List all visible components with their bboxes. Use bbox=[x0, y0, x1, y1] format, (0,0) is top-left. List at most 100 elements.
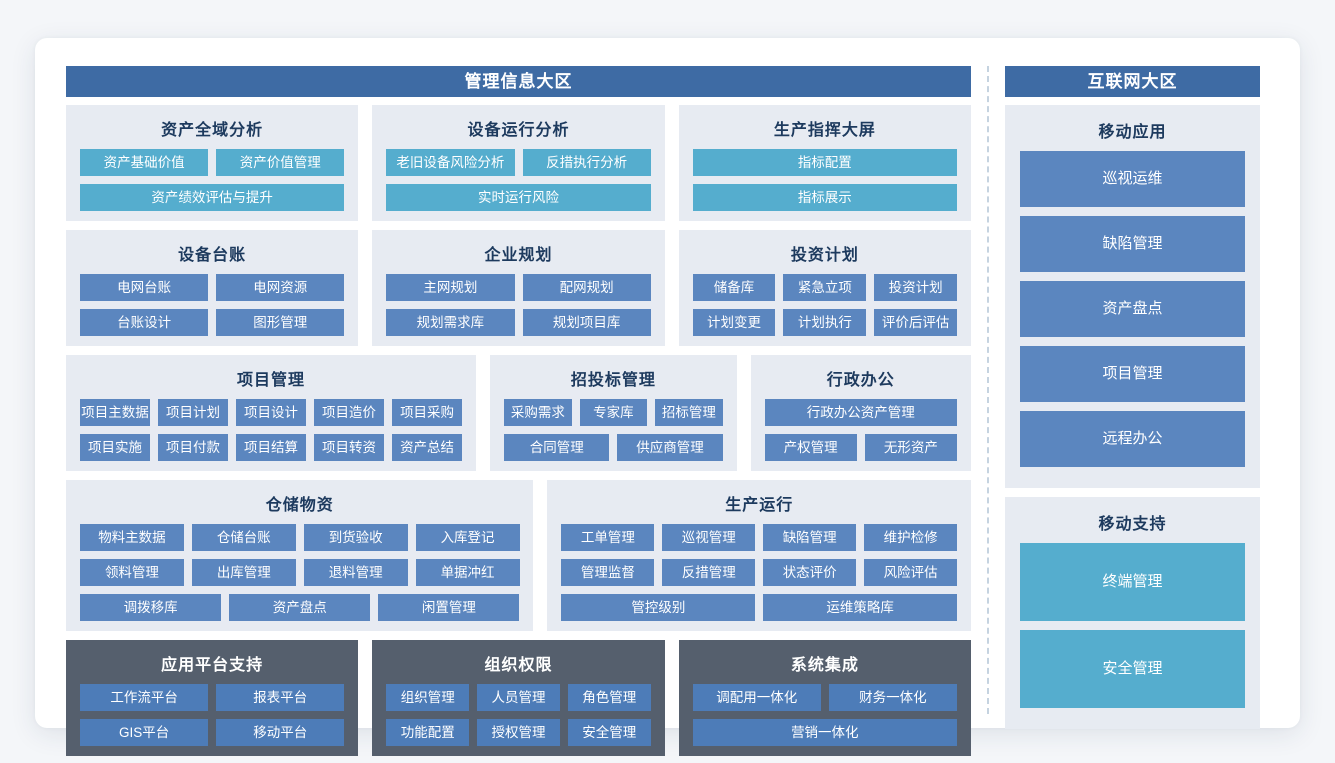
module-button[interactable]: 安全管理 bbox=[1020, 630, 1245, 708]
module-button[interactable]: 电网资源 bbox=[216, 274, 345, 301]
module-button[interactable]: 角色管理 bbox=[567, 684, 651, 711]
module-button[interactable]: 计划变更 bbox=[692, 309, 776, 336]
module-button[interactable]: 财务一体化 bbox=[828, 684, 957, 711]
module-button[interactable]: 资产基础价值 bbox=[80, 149, 209, 176]
module-button[interactable]: 入库登记 bbox=[415, 524, 520, 551]
module-button[interactable]: 计划执行 bbox=[783, 309, 867, 336]
module-button[interactable]: 项目计划 bbox=[158, 399, 229, 426]
module-button[interactable]: 闲置管理 bbox=[378, 594, 520, 621]
module-button[interactable]: 出库管理 bbox=[191, 559, 296, 586]
module-button[interactable]: 授权管理 bbox=[477, 719, 560, 746]
module-row: 实时运行风险 bbox=[386, 184, 651, 211]
module-button[interactable]: 储备库 bbox=[692, 274, 776, 301]
module-button[interactable]: 资产总结 bbox=[392, 434, 463, 461]
module-row: 资产基础价值资产价值管理 bbox=[80, 149, 345, 176]
module-button[interactable]: 项目设计 bbox=[236, 399, 307, 426]
module-button[interactable]: 巡视管理 bbox=[662, 524, 756, 551]
module-button[interactable]: 资产价值管理 bbox=[216, 149, 345, 176]
module-button[interactable]: 营销一体化 bbox=[692, 719, 957, 746]
module-button[interactable]: 物料主数据 bbox=[80, 524, 184, 551]
module-button[interactable]: 风险评估 bbox=[864, 559, 958, 586]
section-title: 行政办公 bbox=[826, 372, 895, 389]
module-button[interactable]: 领料管理 bbox=[80, 559, 184, 586]
module-button[interactable]: 采购需求 bbox=[504, 399, 572, 426]
module-button[interactable]: 规划需求库 bbox=[386, 309, 515, 336]
module-button[interactable]: 组织管理 bbox=[386, 684, 470, 711]
module-button[interactable]: 图形管理 bbox=[216, 309, 345, 336]
module-button[interactable]: 主网规划 bbox=[386, 274, 515, 301]
module-button[interactable]: 项目造价 bbox=[314, 399, 385, 426]
module-button[interactable]: 指标配置 bbox=[692, 149, 957, 176]
module-button[interactable]: 行政办公资产管理 bbox=[764, 399, 957, 426]
module-button[interactable]: 管控级别 bbox=[561, 594, 756, 621]
module-button[interactable]: 项目付款 bbox=[158, 434, 229, 461]
module-button[interactable]: 老旧设备风险分析 bbox=[386, 149, 515, 176]
module-button[interactable]: 远程办公 bbox=[1020, 411, 1245, 467]
module-button[interactable]: 退料管理 bbox=[303, 559, 408, 586]
module-button[interactable]: 状态评价 bbox=[763, 559, 857, 586]
module-row: 指标展示 bbox=[692, 184, 957, 211]
module-button[interactable]: 反措执行分析 bbox=[522, 149, 651, 176]
module-button[interactable]: 单据冲红 bbox=[415, 559, 520, 586]
module-button[interactable]: 资产盘点 bbox=[229, 594, 371, 621]
module-grid: 采购需求专家库招标管理合同管理供应商管理 bbox=[504, 399, 723, 461]
module-button[interactable]: 终端管理 bbox=[1020, 543, 1245, 621]
module-row: GIS平台移动平台 bbox=[80, 719, 345, 746]
module-button[interactable]: 专家库 bbox=[579, 399, 648, 426]
module-button[interactable]: 调配用一体化 bbox=[692, 684, 821, 711]
module-button[interactable]: 项目主数据 bbox=[80, 399, 151, 426]
module-button[interactable]: 项目结算 bbox=[236, 434, 307, 461]
module-button[interactable]: 评价后评估 bbox=[874, 309, 957, 336]
module-button[interactable]: 人员管理 bbox=[477, 684, 560, 711]
module-button[interactable]: 功能配置 bbox=[386, 719, 470, 746]
module-button[interactable]: 缺陷管理 bbox=[1020, 216, 1245, 272]
module-button[interactable]: 规划项目库 bbox=[522, 309, 651, 336]
zone-header-management: 管理信息大区 bbox=[66, 66, 971, 97]
module-button[interactable]: 项目采购 bbox=[392, 399, 463, 426]
module-row: 调配用一体化财务一体化 bbox=[692, 684, 957, 711]
zone-internet: 互联网大区 移动应用 巡视运维缺陷管理资产盘点项目管理远程办公 移动支持 终端管… bbox=[1005, 66, 1260, 729]
module-button[interactable]: 合同管理 bbox=[504, 434, 610, 461]
module-button[interactable]: 电网台账 bbox=[80, 274, 209, 301]
module-button[interactable]: 仓储台账 bbox=[191, 524, 296, 551]
module-button[interactable]: 资产绩效评估与提升 bbox=[80, 184, 345, 211]
module-button[interactable]: GIS平台 bbox=[80, 719, 209, 746]
module-button[interactable]: 工作流平台 bbox=[80, 684, 209, 711]
module-button[interactable]: 产权管理 bbox=[764, 434, 857, 461]
section-title: 移动应用 bbox=[1098, 124, 1167, 141]
module-button[interactable]: 资产盘点 bbox=[1020, 281, 1245, 337]
module-button[interactable]: 到货验收 bbox=[303, 524, 408, 551]
module-button[interactable]: 巡视运维 bbox=[1020, 151, 1245, 207]
module-button[interactable]: 工单管理 bbox=[561, 524, 655, 551]
module-button[interactable]: 项目转资 bbox=[314, 434, 385, 461]
module-row: 营销一体化 bbox=[692, 719, 957, 746]
module-button[interactable]: 无形资产 bbox=[864, 434, 957, 461]
module-button[interactable]: 维护检修 bbox=[864, 524, 958, 551]
module-row: 项目管理 bbox=[1020, 346, 1245, 402]
module-button[interactable]: 运维策略库 bbox=[763, 594, 957, 621]
module-button[interactable]: 配网规划 bbox=[522, 274, 651, 301]
row-warehouse-production: 仓储物资 物料主数据仓储台账到货验收入库登记领料管理出库管理退料管理单据冲红调拨… bbox=[66, 480, 971, 631]
module-row: 规划需求库规划项目库 bbox=[386, 309, 651, 336]
module-button[interactable]: 报表平台 bbox=[216, 684, 345, 711]
module-button[interactable]: 指标展示 bbox=[692, 184, 957, 211]
module-button[interactable]: 移动平台 bbox=[216, 719, 345, 746]
module-button[interactable]: 实时运行风险 bbox=[386, 184, 651, 211]
section-title: 生产运行 bbox=[725, 497, 794, 514]
module-button[interactable]: 招标管理 bbox=[655, 399, 723, 426]
module-button[interactable]: 台账设计 bbox=[80, 309, 209, 336]
module-grid: 老旧设备风险分析反措执行分析实时运行风险 bbox=[386, 149, 651, 211]
module-button[interactable]: 调拨移库 bbox=[80, 594, 222, 621]
module-button[interactable]: 项目管理 bbox=[1020, 346, 1245, 402]
module-button[interactable]: 缺陷管理 bbox=[763, 524, 857, 551]
module-button[interactable]: 安全管理 bbox=[567, 719, 651, 746]
module-button[interactable]: 紧急立项 bbox=[783, 274, 867, 301]
module-button[interactable]: 反措管理 bbox=[662, 559, 756, 586]
module-button[interactable]: 项目实施 bbox=[80, 434, 151, 461]
module-button[interactable]: 供应商管理 bbox=[617, 434, 723, 461]
module-grid: 资产基础价值资产价值管理资产绩效评估与提升 bbox=[80, 149, 345, 211]
section-administrative-office: 行政办公 行政办公资产管理产权管理无形资产 bbox=[750, 355, 971, 471]
module-button[interactable]: 投资计划 bbox=[874, 274, 957, 301]
section-production-command-screen: 生产指挥大屏 指标配置指标展示 bbox=[678, 105, 971, 221]
module-button[interactable]: 管理监督 bbox=[561, 559, 655, 586]
